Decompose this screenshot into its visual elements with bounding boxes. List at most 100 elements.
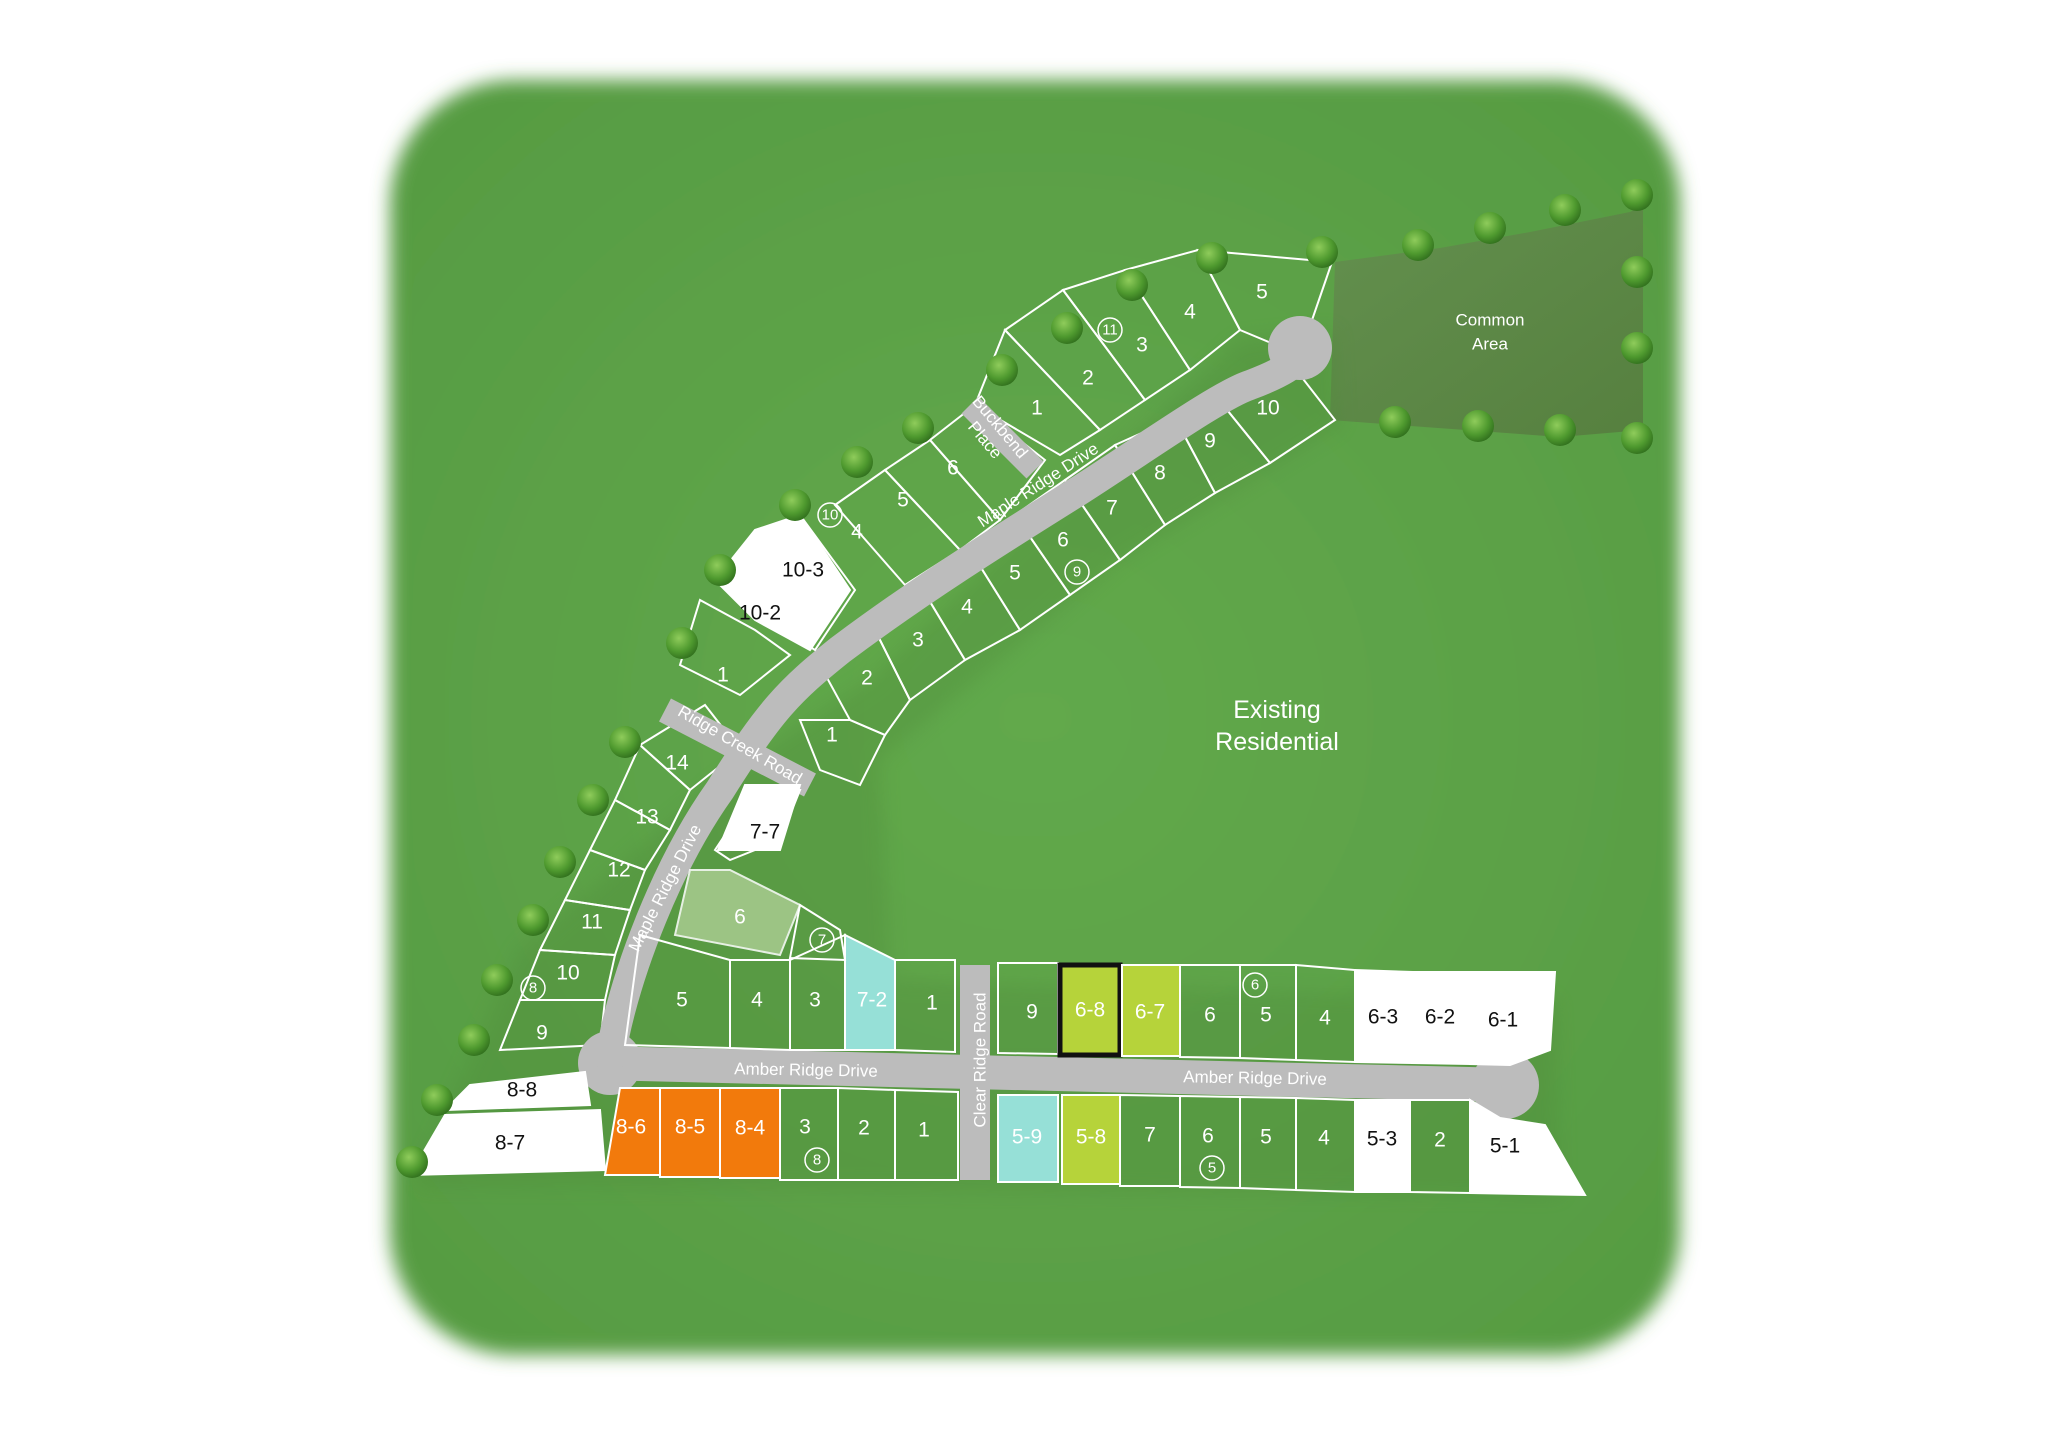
lot-label: 3 bbox=[1136, 334, 1148, 357]
cul-de-sac-north bbox=[1268, 316, 1332, 380]
lot-labels-west-outer: 14 13 12 11 10 9 bbox=[536, 752, 689, 1045]
phase-marker: 8 bbox=[529, 980, 537, 997]
lot-label: 6-1 bbox=[1488, 1009, 1518, 1032]
tree-icon bbox=[1621, 179, 1653, 211]
lot-label: 3 bbox=[912, 629, 924, 652]
tree-icon bbox=[1621, 256, 1653, 288]
lot-label: 10 bbox=[1256, 397, 1279, 420]
lot[interactable] bbox=[442, 1070, 592, 1112]
lot-selected[interactable] bbox=[1057, 962, 1123, 1058]
tree-icon bbox=[517, 904, 549, 936]
tree-icon bbox=[421, 1084, 453, 1116]
tree-icon bbox=[779, 489, 811, 521]
lot-label: 6-2 bbox=[1425, 1006, 1455, 1029]
tree-icon bbox=[481, 964, 513, 996]
existing-residential-label-1: Existing bbox=[1233, 696, 1321, 724]
common-area-label-1: Common bbox=[1456, 311, 1525, 330]
tree-icon bbox=[1196, 242, 1228, 274]
lot-label: 8-4 bbox=[735, 1117, 766, 1140]
lot-label: 8-7 bbox=[495, 1132, 525, 1155]
tree-icon bbox=[544, 846, 576, 878]
lot-label: 7 bbox=[1144, 1124, 1156, 1147]
lot[interactable] bbox=[894, 1088, 959, 1181]
lot-label: 7-2 bbox=[857, 989, 887, 1012]
lot-label: 8-8 bbox=[507, 1079, 537, 1102]
lot-label: 11 bbox=[581, 911, 603, 934]
roads bbox=[578, 316, 1539, 1180]
lot-label: 9 bbox=[536, 1022, 548, 1045]
lot-label: 5-1 bbox=[1490, 1135, 1520, 1158]
lot-label: 5 bbox=[1256, 281, 1268, 304]
tree-icon bbox=[1474, 212, 1506, 244]
lot-label: 5-9 bbox=[1012, 1126, 1042, 1149]
lot-label: 6 bbox=[734, 906, 746, 929]
lot-label: 12 bbox=[607, 859, 630, 882]
lot-label: 6-7 bbox=[1135, 1001, 1165, 1024]
lot-labels-mid-row: 5 4 3 7-2 1 9 6-8 6-7 6 5 4 6-3 6-2 6-1 bbox=[676, 989, 1518, 1032]
lot-label: 1 bbox=[717, 664, 729, 687]
lot[interactable] bbox=[673, 869, 802, 957]
lot[interactable] bbox=[798, 719, 887, 787]
lot-label: 6 bbox=[1057, 529, 1069, 552]
lot[interactable] bbox=[498, 999, 607, 1052]
lot-label: 4 bbox=[1318, 1127, 1330, 1150]
lot[interactable] bbox=[1469, 971, 1557, 1067]
lot[interactable] bbox=[716, 784, 802, 851]
lot[interactable] bbox=[894, 959, 956, 1054]
lot-label: 1 bbox=[918, 1119, 930, 1142]
tree-icon bbox=[1621, 422, 1653, 454]
lot-label: 5-3 bbox=[1367, 1128, 1397, 1151]
tree-icon bbox=[841, 446, 873, 478]
lot-label: 8-6 bbox=[616, 1116, 646, 1139]
lot-label: 10 bbox=[556, 962, 579, 985]
lot-label: 1 bbox=[1031, 397, 1043, 420]
lot-label: 5 bbox=[1009, 562, 1021, 585]
phase-marker: 9 bbox=[1073, 564, 1081, 581]
phase-marker: 8 bbox=[813, 1152, 821, 1169]
phase-marker: 6 bbox=[1251, 977, 1259, 994]
lots-south bbox=[408, 1070, 1587, 1197]
lot[interactable] bbox=[997, 1094, 1059, 1183]
lot-label: 4 bbox=[1184, 301, 1196, 324]
lot[interactable] bbox=[1469, 1098, 1587, 1197]
lot-label: 6-8 bbox=[1075, 999, 1105, 1022]
tree-icon bbox=[666, 627, 698, 659]
maple-ridge-drive bbox=[595, 330, 1318, 1073]
lot-label: 2 bbox=[861, 667, 873, 690]
tree-icon bbox=[1621, 332, 1653, 364]
lot-labels-north-outer: 5 4 3 2 1 6 5 4 bbox=[851, 281, 1268, 544]
tree-icon bbox=[1379, 406, 1411, 438]
tree-icon bbox=[396, 1146, 428, 1178]
lot-label: 4 bbox=[1319, 1007, 1331, 1030]
common-area-label-2: Area bbox=[1472, 335, 1508, 354]
lots-mid-row bbox=[623, 933, 1557, 1067]
lot[interactable] bbox=[788, 903, 847, 962]
lot-label: 6 bbox=[1204, 1004, 1216, 1027]
existing-residential-label-2: Residential bbox=[1215, 728, 1339, 756]
lot[interactable] bbox=[973, 328, 1102, 457]
phase-marker: 11 bbox=[1102, 322, 1118, 339]
tree-icon bbox=[577, 784, 609, 816]
common-area bbox=[1330, 205, 1643, 437]
buckbend-place bbox=[961, 396, 1044, 479]
tree-icon bbox=[1051, 312, 1083, 344]
lot-label: 6 bbox=[947, 457, 959, 480]
amber-ridge-drive bbox=[583, 1046, 1527, 1102]
lot-label: 5 bbox=[1260, 1004, 1272, 1027]
lot-label: 5 bbox=[676, 989, 688, 1012]
lots-west-mid bbox=[673, 513, 857, 962]
lot-label: 7 bbox=[1106, 497, 1118, 520]
lot-label: 5-8 bbox=[1076, 1126, 1106, 1149]
lot-label: 7-7 bbox=[750, 821, 780, 844]
tree-icon bbox=[1402, 229, 1434, 261]
lot-label: 2 bbox=[1434, 1129, 1446, 1152]
tree-icon bbox=[1462, 410, 1494, 442]
phase-marker: 7 bbox=[818, 932, 826, 949]
development-shadow bbox=[420, 330, 1560, 1195]
lot-label: 2 bbox=[858, 1117, 870, 1140]
tree-icon bbox=[1116, 269, 1148, 301]
tree-icon bbox=[704, 554, 736, 586]
tree-icon bbox=[1306, 236, 1338, 268]
phase-markers: 11 10 9 8 7 8 6 5 bbox=[520, 317, 1268, 1181]
